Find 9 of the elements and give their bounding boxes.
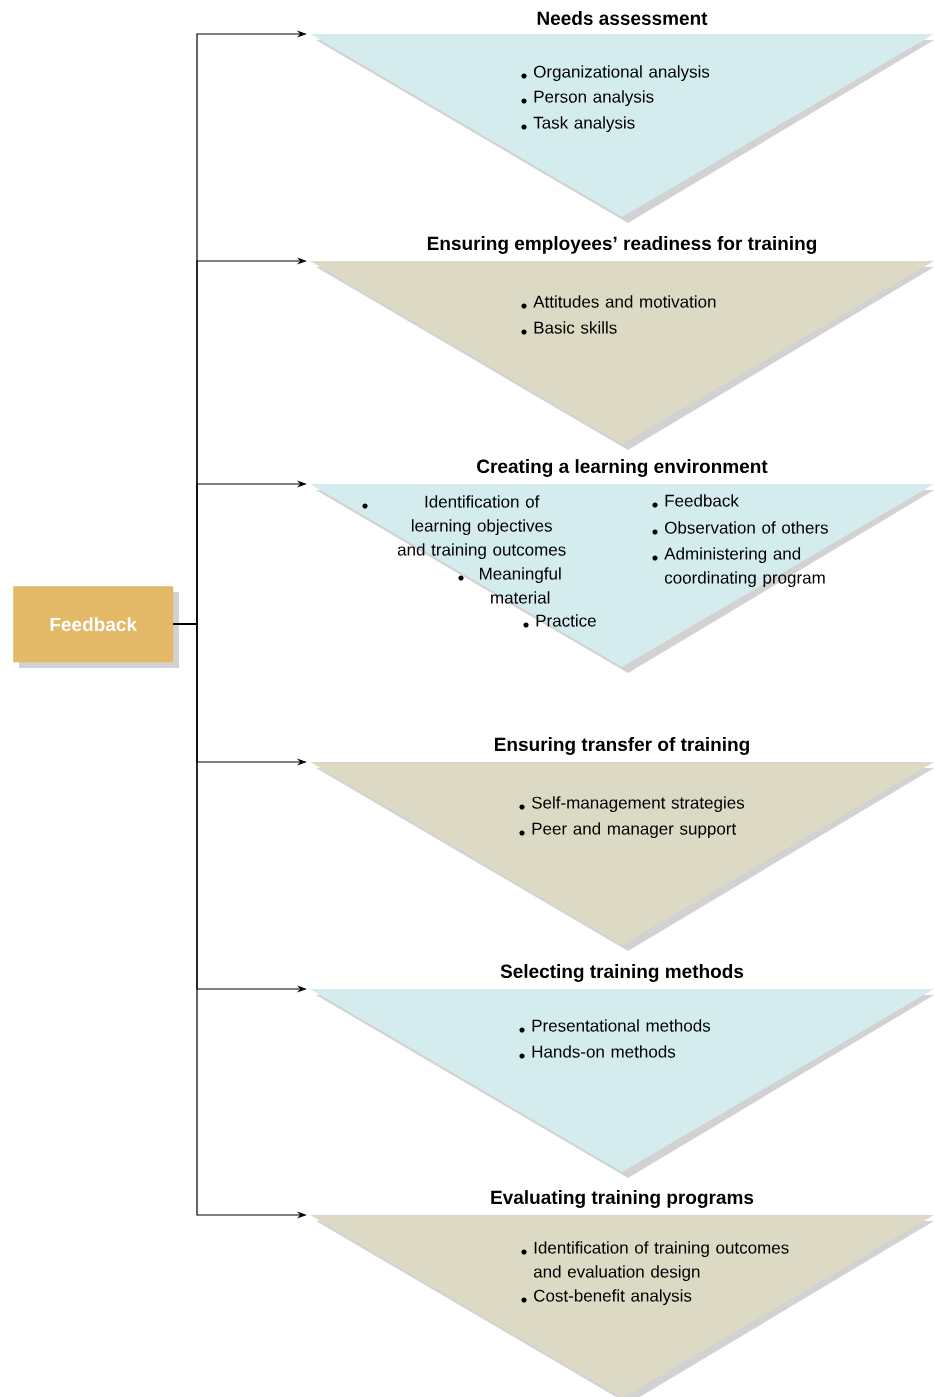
stage-heading: Needs assessment — [537, 11, 708, 25]
bullet-item: Cost-benefit analysis — [521, 1289, 692, 1306]
stage-heading: Creating a learning environment — [477, 459, 768, 477]
stage-heading: Ensuring transfer of training — [495, 737, 749, 755]
stage-heading: Evaluating training programs — [491, 1190, 754, 1208]
bullet-item: Identification of training outcomes and evaluation design — [521, 1241, 789, 1282]
stage-heading: Ensuring employees’ readiness for training — [427, 236, 817, 254]
stage-heading: Selecting training methods — [500, 964, 744, 982]
feedback-box: Feedback — [13, 586, 179, 668]
